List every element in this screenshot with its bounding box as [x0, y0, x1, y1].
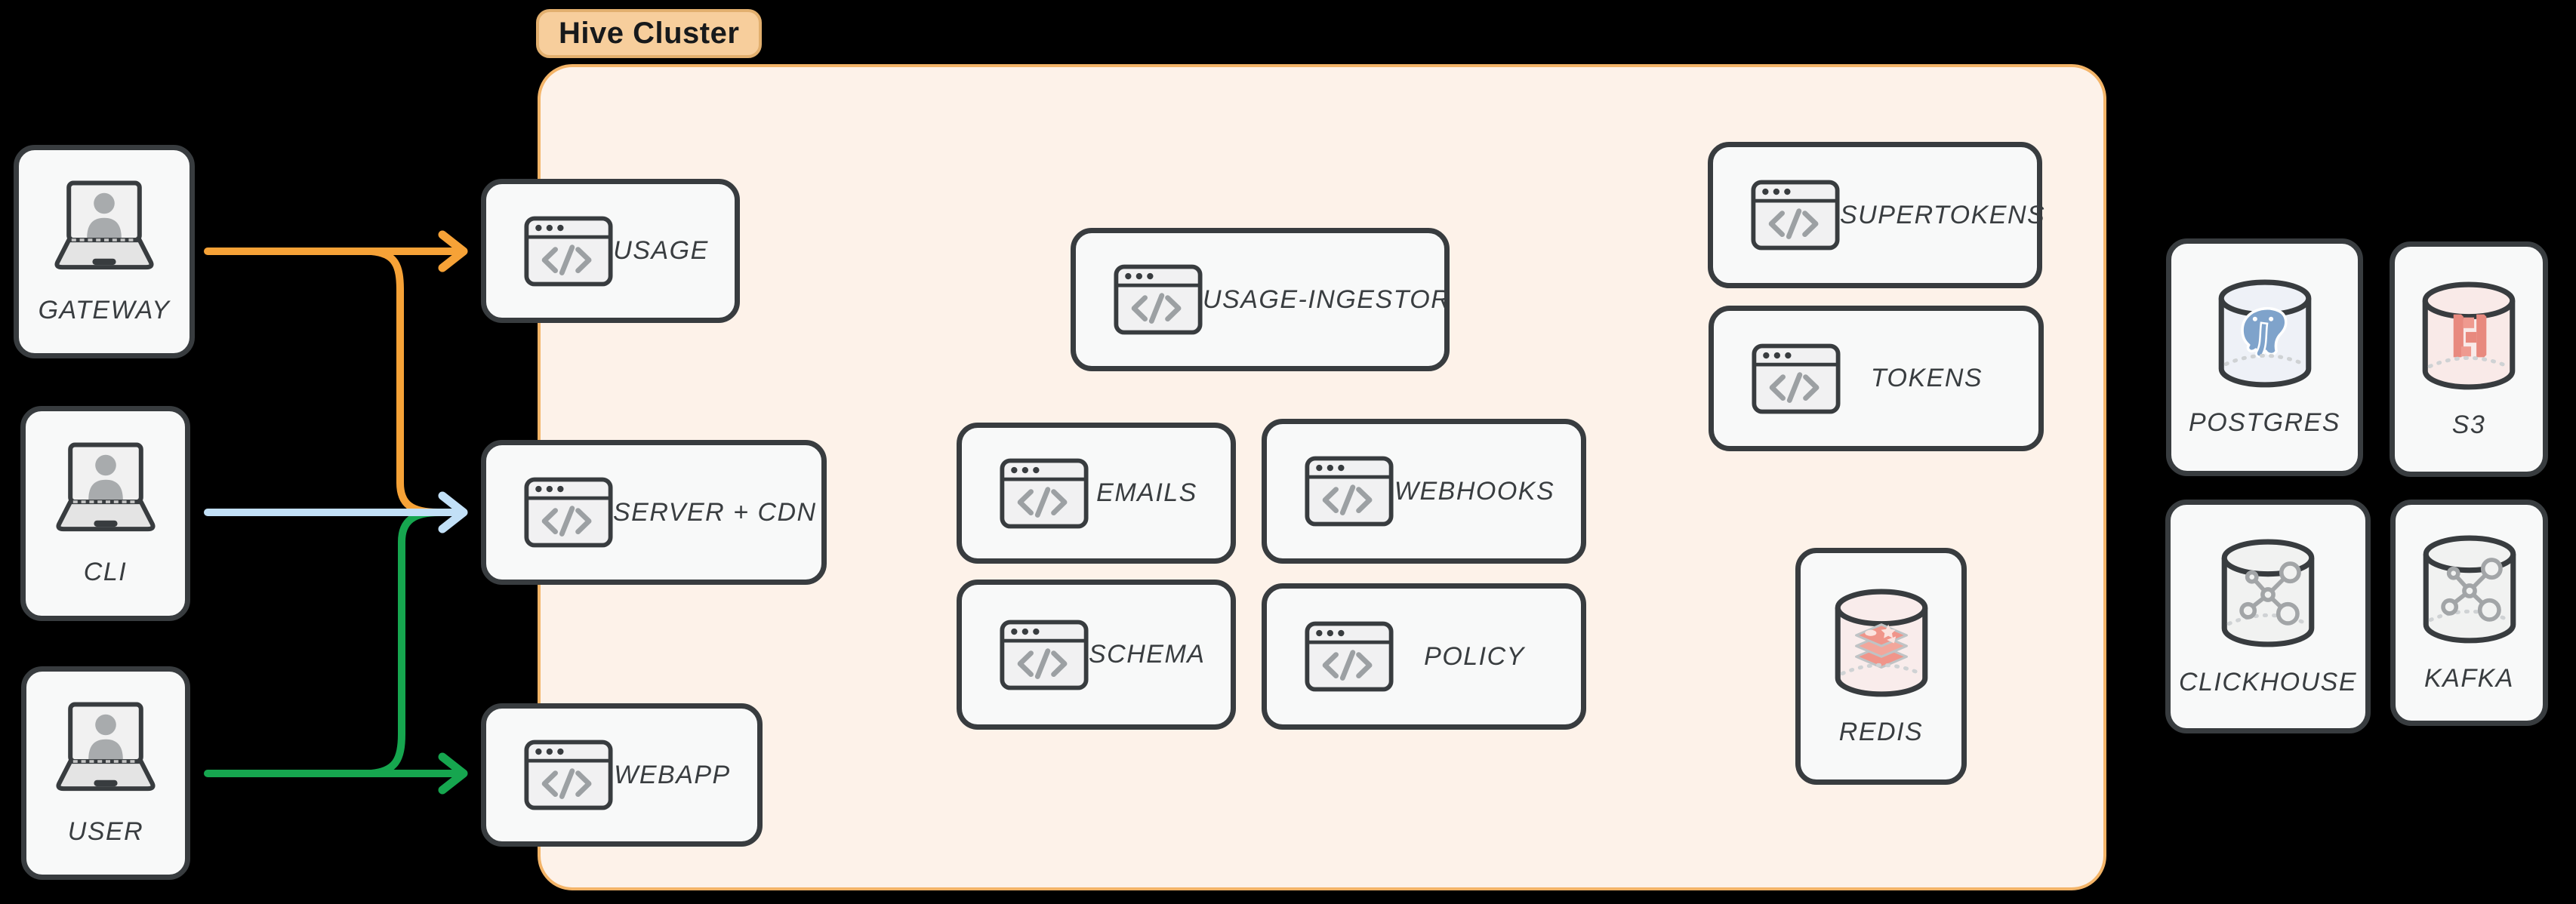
edge-cli-server-head: [438, 491, 468, 533]
laptop-user-icon: [47, 700, 165, 795]
node-schema: SCHEMA: [957, 580, 1236, 730]
browser-code-icon: [1000, 457, 1089, 530]
node-webhooks: WEBHOOKS: [1262, 419, 1586, 564]
node-policy-label: POLICY: [1424, 641, 1525, 671]
node-schema-label: SCHEMA: [1089, 640, 1206, 669]
node-redis-label: REDIS: [1838, 717, 1924, 746]
node-cli-label: CLI: [83, 557, 128, 586]
node-supertokens-label: SUPERTOKENS: [1840, 200, 2046, 229]
browser-code-icon: [1114, 263, 1203, 336]
node-kafka: KAFKA: [2390, 500, 2548, 726]
browser-code-icon: [524, 476, 613, 549]
node-gateway-label: GATEWAY: [38, 295, 171, 324]
node-emails: EMAILS: [957, 423, 1236, 564]
node-gateway: GATEWAY: [14, 145, 195, 358]
redis-database-icon: [1829, 586, 1934, 701]
node-usage-ingestor: USAGE-INGESTOR: [1071, 228, 1450, 371]
browser-code-icon: [1752, 343, 1841, 415]
node-postgres-label: POSTGRES: [2189, 408, 2340, 437]
laptop-user-icon: [47, 441, 165, 535]
edge-user-server: [368, 509, 443, 777]
node-usage-label: USAGE: [613, 236, 709, 265]
postgres-database-icon: [2213, 277, 2317, 392]
node-postgres: POSTGRES: [2166, 238, 2363, 476]
node-webapp-label: WEBAPP: [614, 760, 731, 789]
browser-code-icon: [1305, 455, 1394, 527]
node-kafka-label: KAFKA: [2424, 663, 2514, 693]
edge-gateway-usage-head: [438, 230, 468, 272]
node-clickhouse: CLICKHOUSE: [2165, 500, 2371, 733]
node-clickhouse-label: CLICKHOUSE: [2178, 667, 2358, 696]
cluster-badge-label: Hive Cluster: [559, 17, 740, 50]
node-supertokens: SUPERTOKENS: [1708, 142, 2046, 288]
edge-user-webapp-head: [438, 752, 468, 795]
edge-gateway-server: [368, 248, 442, 516]
network-database-icon: [2216, 537, 2320, 651]
node-cli: CLI: [20, 406, 190, 621]
node-user-label: USER: [67, 816, 144, 846]
node-usage: USAGE: [481, 179, 740, 323]
browser-code-icon: [1000, 619, 1089, 691]
cluster-badge: Hive Cluster: [536, 9, 763, 58]
node-usage-ingestor-label: USAGE-INGESTOR: [1203, 284, 1451, 314]
s3-database-icon: [2417, 279, 2521, 394]
node-emails-label: EMAILS: [1096, 478, 1197, 507]
node-webapp: WEBAPP: [481, 703, 763, 847]
browser-code-icon: [524, 739, 613, 811]
node-user: USER: [21, 666, 190, 880]
node-tokens-label: TOKENS: [1870, 364, 1983, 392]
node-s3: S3: [2390, 241, 2548, 477]
laptop-user-icon: [45, 179, 163, 273]
browser-code-icon: [524, 215, 613, 287]
node-server-cdn-label: SERVER + CDN: [613, 497, 817, 527]
node-policy: POLICY: [1262, 583, 1586, 730]
node-server-cdn: SERVER + CDN: [481, 440, 827, 585]
node-tokens: TOKENS: [1709, 306, 2044, 451]
node-webhooks-label: WEBHOOKS: [1394, 476, 1555, 506]
node-s3-label: S3: [2451, 410, 2486, 439]
network-database-icon: [2417, 533, 2522, 647]
browser-code-icon: [1305, 620, 1394, 693]
node-redis: REDIS: [1795, 548, 1967, 785]
browser-code-icon: [1751, 179, 1840, 251]
